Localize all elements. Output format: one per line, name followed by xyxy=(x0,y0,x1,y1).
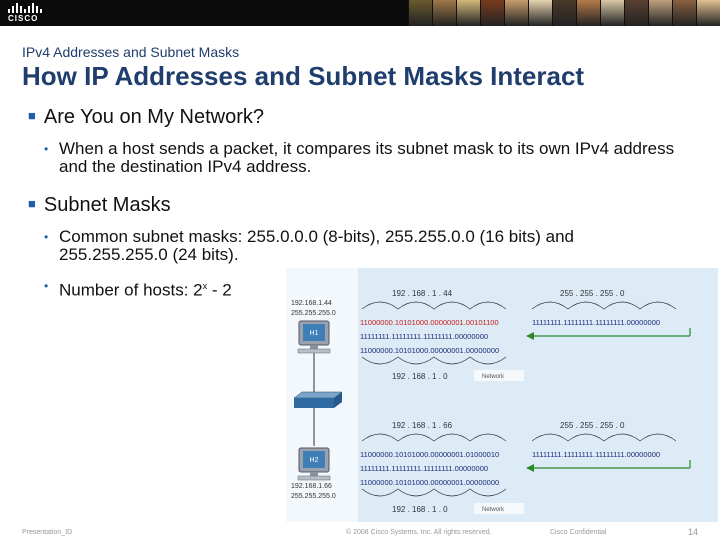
hosts-text: Number of hosts: 2 xyxy=(59,280,203,300)
sub-bullet-common-masks: • Common subnet masks: 255.0.0.0 (8-bits… xyxy=(44,228,684,264)
header-photo xyxy=(552,0,576,26)
bottom-mask-binary-right: 11111111.11111111.11111111.00000000 xyxy=(532,450,660,459)
slide-subtitle: IPv4 Addresses and Subnet Masks xyxy=(22,44,240,60)
bottom-mask-dotted: 255 . 255 . 255 . 0 xyxy=(560,421,625,430)
header-photo xyxy=(600,0,624,26)
dot-bullet-icon: • xyxy=(44,279,49,293)
dot-bullet-icon: • xyxy=(44,142,49,156)
header-photo xyxy=(576,0,600,26)
bottom-ip-binary: 11000000.10101000.00000001.01000010 xyxy=(360,450,499,459)
header-photo xyxy=(672,0,696,26)
header-bar: CISCO xyxy=(0,0,720,26)
page-number: 14 xyxy=(688,527,699,537)
header-photo-strip xyxy=(408,0,720,26)
top-ip-binary: 11000000.10101000.00000001.00101100 xyxy=(360,318,499,327)
bullet-are-you-on-my-network: ■ Are You on My Network? xyxy=(28,106,264,129)
footer-confidential: Cisco Confidential xyxy=(550,529,607,536)
footer-presentation-id: Presentation_ID xyxy=(22,529,73,536)
slide-title: How IP Addresses and Subnet Masks Intera… xyxy=(22,61,585,91)
header-photo xyxy=(528,0,552,26)
bottom-ip-dotted: 192 . 168 . 1 . 66 xyxy=(392,421,453,430)
hosts-minus: - 2 xyxy=(207,280,232,300)
h2-mask: 255.255.255.0 xyxy=(291,493,336,500)
arrow-icon xyxy=(526,464,534,472)
header-photo xyxy=(624,0,648,26)
h1-mask: 255.255.255.0 xyxy=(291,310,336,317)
top-network-label: Network xyxy=(482,374,505,380)
sub-bullet-compare: • When a host sends a packet, it compare… xyxy=(44,140,684,176)
h1-ip: 192.168.1.44 xyxy=(291,300,332,307)
h2-ip: 192.168.1.66 xyxy=(291,483,332,490)
top-calculation: 192 . 168 . 1 . 44 255 . 255 . 255 . 0 1… xyxy=(360,289,691,381)
bullet-text: Subnet Masks xyxy=(43,194,171,216)
header-photo xyxy=(696,0,720,26)
sub-bullet-text: Common subnet masks: 255.0.0.0 (8-bits),… xyxy=(59,227,574,264)
header-photo xyxy=(504,0,528,26)
header-photo xyxy=(408,0,432,26)
square-bullet-icon: ■ xyxy=(28,108,36,123)
square-bullet-icon: ■ xyxy=(28,196,36,211)
header-photo xyxy=(456,0,480,26)
switch-icon xyxy=(293,391,343,408)
subnet-mask-diagram: 192.168.1.44 255.255.255.0 H1 H2 192.168… xyxy=(286,268,718,522)
top-mask-dotted: 255 . 255 . 255 . 0 xyxy=(560,289,625,298)
footer-copyright: © 2008 Cisco Systems, Inc. All rights re… xyxy=(346,529,492,536)
computer-icon xyxy=(297,320,331,354)
bottom-network-dotted: 192 . 168 . 1 . 0 xyxy=(392,505,448,514)
top-network-dotted: 192 . 168 . 1 . 0 xyxy=(392,372,448,381)
cisco-logo: CISCO xyxy=(8,3,44,23)
logo-text: CISCO xyxy=(8,14,39,23)
sub-bullet-number-of-hosts: • Number of hosts: 2x - 2 xyxy=(44,277,684,300)
header-photo xyxy=(480,0,504,26)
top-network-binary: 11000000.10101000.00000001.00000000 xyxy=(360,346,499,355)
sub-bullet-text: When a host sends a packet, it compares … xyxy=(59,139,675,176)
hosts-exponent: x xyxy=(202,281,208,291)
top-mask-binary-left: 11111111.11111111.11111111.00000000 xyxy=(360,332,488,341)
dot-bullet-icon: • xyxy=(44,230,49,244)
arrow-icon xyxy=(526,332,534,340)
bottom-network-binary: 11000000.10101000.00000001.00000000 xyxy=(360,478,499,487)
h2-label: H2 xyxy=(310,457,319,464)
bullet-text: Are You on My Network? xyxy=(43,106,264,128)
bottom-mask-binary-left: 11111111.11111111.11111111.00000000 xyxy=(360,464,488,473)
computer-icon xyxy=(297,447,331,481)
header-photo xyxy=(648,0,672,26)
top-mask-binary-right: 11111111.11111111.11111111.00000000 xyxy=(532,318,660,327)
bullet-subnet-masks: ■ Subnet Masks xyxy=(28,194,171,217)
top-ip-dotted: 192 . 168 . 1 . 44 xyxy=(392,289,453,298)
header-photo xyxy=(432,0,456,26)
bottom-calculation: 192 . 168 . 1 . 66 255 . 255 . 255 . 0 1… xyxy=(360,421,691,514)
h1-label: H1 xyxy=(310,330,319,337)
bottom-network-label: Network xyxy=(482,507,505,513)
